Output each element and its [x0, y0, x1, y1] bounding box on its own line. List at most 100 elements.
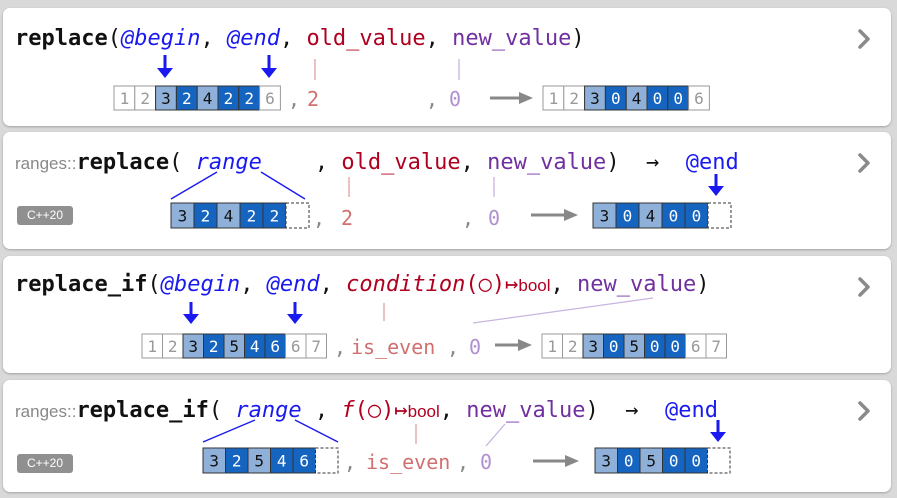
- array-cell-value: 3: [178, 207, 188, 226]
- signature-token: ): [696, 272, 709, 297]
- end-sentinel-cell: [707, 447, 731, 474]
- signature-token: ,: [320, 272, 347, 297]
- array-cell-value: 2: [270, 207, 280, 226]
- signature-token: @end: [686, 150, 739, 175]
- array-cell-value: 0: [653, 89, 663, 108]
- signature-token: old_value: [341, 150, 460, 175]
- arrow-right-icon: [531, 209, 578, 221]
- card-replace[interactable]: replace(@begin, @end, old_value, new_val…: [3, 8, 891, 126]
- range-bracket-left: [202, 419, 256, 443]
- array-cell-value: 2: [209, 337, 219, 356]
- card-replace-diagram: replace(@begin, @end, old_value, new_val…: [15, 26, 710, 111]
- signature-token: bool: [408, 402, 440, 421]
- array-cell-value: 6: [299, 452, 309, 471]
- signature-token: @begin: [160, 272, 240, 297]
- array-cell-value: 4: [250, 337, 260, 356]
- array-cell-value: 2: [140, 89, 150, 108]
- range-bracket-left: [170, 171, 218, 200]
- array-cell-value: 3: [209, 452, 219, 471]
- signature-token: ,: [200, 26, 227, 51]
- signature-token: (○)↦: [465, 272, 518, 297]
- chevron-right-icon[interactable]: [851, 274, 877, 300]
- signature-token: (: [108, 26, 121, 51]
- array-cell-value: 3: [588, 337, 598, 356]
- array-cell-value: 4: [632, 89, 642, 108]
- array-cell-value: 5: [629, 337, 639, 356]
- range-bracket-right: [260, 171, 306, 200]
- array-cell-value: 2: [168, 337, 178, 356]
- array-cell-value: 6: [691, 337, 701, 356]
- array-cell: [705, 333, 727, 359]
- signature-token: new_value: [466, 398, 585, 423]
- chevron-right-icon[interactable]: [851, 150, 877, 176]
- signature-token: ,: [440, 398, 467, 423]
- separator: ,: [313, 206, 325, 230]
- signature-token: ,: [551, 272, 578, 297]
- signature-token: ,: [262, 150, 341, 175]
- signature-ranges-replace: ranges::replace( range , old_value, new_…: [15, 150, 739, 175]
- begin-pointer: [183, 302, 199, 324]
- array-cell-value: 1: [549, 89, 559, 108]
- array-cell-value: 0: [673, 89, 683, 108]
- array-cell-value: 7: [311, 337, 321, 356]
- array-cell-value: 2: [568, 337, 578, 356]
- array-cell-value: 7: [711, 337, 721, 356]
- old-value-arg: 2: [341, 206, 353, 230]
- array-cell-value: 0: [650, 337, 660, 356]
- end-pointer: [710, 420, 726, 442]
- signature-token: ): [585, 398, 598, 423]
- array-cell-value: 0: [611, 89, 621, 108]
- chevron-right-icon[interactable]: [851, 26, 877, 52]
- array-cell-value: 2: [569, 89, 579, 108]
- signature-token: condition: [346, 272, 465, 297]
- card-ranges-replace-if-diagram: ranges::replace_if( range , f(○)↦bool, n…: [15, 398, 731, 474]
- cpp20-badge: C++20: [17, 206, 73, 225]
- end-pointer: [708, 174, 724, 196]
- signature-replace: replace(@begin, @end, old_value, new_val…: [15, 26, 585, 51]
- old-value-arg: 2: [307, 87, 319, 111]
- array-cell-value: 2: [232, 452, 242, 471]
- new-value-arg: 0: [469, 335, 481, 359]
- new-value-arg: 0: [449, 87, 461, 111]
- arrow-right-icon: [533, 455, 579, 467]
- card-ranges-replace-if[interactable]: ranges::replace_if( range , f(○)↦bool, n…: [3, 380, 891, 492]
- signature-token: new_value: [487, 150, 606, 175]
- ranges-namespace-prefix: ranges::: [15, 402, 76, 421]
- array-cell-value: 0: [609, 337, 619, 356]
- signature-token: →: [620, 150, 686, 175]
- separator: ,: [288, 87, 300, 111]
- array-cell-value: 0: [624, 452, 634, 471]
- signature-token: ,: [426, 26, 453, 51]
- signature-ranges-replace-if: ranges::replace_if( range , f(○)↦bool, n…: [15, 398, 718, 423]
- new-value-leader: [472, 297, 654, 324]
- array-cell-value: 5: [254, 452, 264, 471]
- signature-token: @end: [266, 272, 321, 297]
- array-cell-value: 6: [291, 337, 301, 356]
- signature-token: new_value: [452, 26, 571, 51]
- array-cell: [305, 333, 327, 359]
- separator: ,: [344, 450, 356, 474]
- card-ranges-replace[interactable]: ranges::replace( range , old_value, new_…: [3, 132, 891, 249]
- array-cell-value: 5: [646, 452, 656, 471]
- signature-token: range: [235, 398, 301, 423]
- signature-token: f: [341, 398, 355, 423]
- separator: ,: [426, 87, 438, 111]
- array-cell-value: 0: [669, 207, 679, 226]
- array-cell-value: 4: [224, 207, 234, 226]
- array-cell-value: 0: [691, 452, 701, 471]
- signature-token: ): [606, 150, 619, 175]
- chevron-right-icon[interactable]: [851, 398, 877, 424]
- signature-token: bool: [518, 276, 550, 295]
- array-cell-value: 0: [692, 207, 702, 226]
- array-cell-value: 2: [247, 207, 257, 226]
- cpp20-badge: C++20: [17, 454, 73, 473]
- arrow-right-icon: [490, 92, 533, 104]
- new-value-arg: 0: [488, 206, 500, 230]
- card-replace-if[interactable]: replace_if(@begin, @end, condition(○)↦bo…: [3, 256, 891, 373]
- array-cell-value: 2: [224, 89, 234, 108]
